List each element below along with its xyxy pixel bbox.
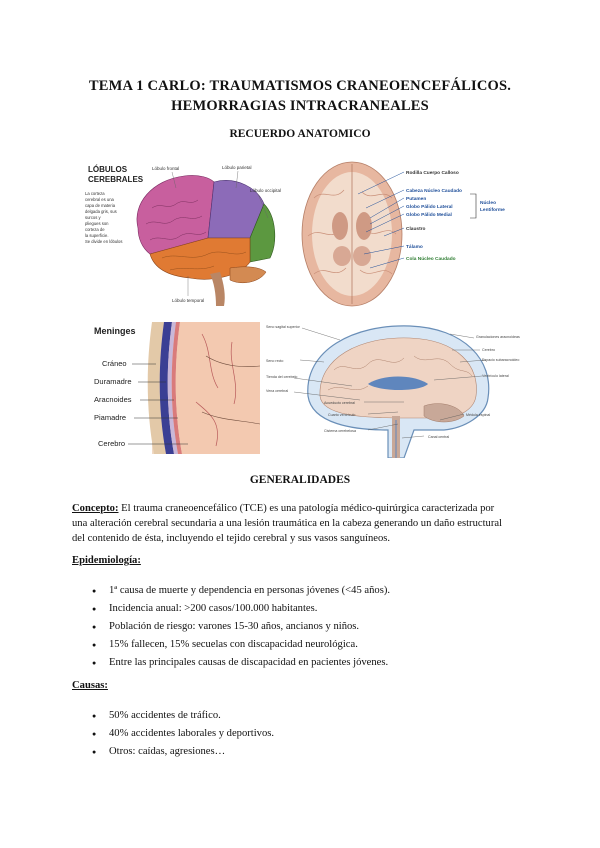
brain-lobes-illustration: LÓBULOS CEREBRALES La corteza cerebral e… (85, 165, 281, 306)
sagittal-right-label-0: Granulaciones aracnoideas (476, 335, 520, 339)
figure-meninges: Meninges Cráneo Duramadre Aracnoides Pia… (92, 322, 260, 454)
concepto-paragraph: Concepto: El trauma craneoencefálico (TC… (72, 501, 532, 546)
brain-section-illustration: Rodilla Cuerpo Calloso Cabeza Núcleo Cau… (301, 161, 505, 307)
label-frontal-lobe: Lóbulo frontal (152, 166, 179, 171)
section-label-0: Rodilla Cuerpo Calloso (406, 170, 459, 176)
section-label-6: Tálamo (406, 244, 423, 250)
lobes-note-4: surcos y (85, 215, 101, 220)
sagittal-left-label-1: Seno recto (266, 359, 283, 363)
sagittal-right-label-2: Espacio subaracnoideo (482, 358, 519, 362)
label-parietal-lobe: Lóbulo parietal (222, 165, 252, 170)
sagittal-illustration: Seno sagital superior Seno recto Tienda … (266, 325, 520, 458)
brainstem-shape (210, 272, 225, 306)
sagittal-bottom-label-4: Canal central (428, 435, 449, 439)
lobes-note-7: la superficie. (85, 233, 109, 238)
figure-brain-section: Rodilla Cuerpo Calloso Cabeza Núcleo Cau… (300, 158, 518, 310)
sagittal-left-label-0: Seno sagital superior (266, 325, 301, 329)
epidemiologia-list: 1ª causa de muerte y dependencia en pers… (92, 582, 390, 672)
epidemiologia-heading: Epidemiología: (72, 555, 141, 566)
lobes-note-2: capa de materia (85, 203, 116, 208)
title-line-1: TEMA 1 CARLO: TRAUMATISMOS CRANEOENCEFÁL… (88, 78, 512, 94)
lobes-heading-1: LÓBULOS (88, 165, 128, 174)
lobes-note-0: La corteza (85, 191, 105, 196)
causas-heading: Causas: (72, 680, 108, 691)
lobes-note-1: cerebral es una (85, 197, 115, 202)
sagittal-bottom-label-1: Cuarto ventrículo (328, 413, 355, 417)
sagittal-bottom-label-2: Cisterna cerebelosa (324, 429, 356, 433)
list-item: 15% fallecen, 15% secuelas con discapaci… (92, 636, 390, 654)
meninges-label-0: Cráneo (102, 359, 127, 368)
occipital-lobe-shape (249, 203, 276, 263)
section-label-4: Globo Pálido Medial (406, 212, 452, 218)
sagittal-bottom-label-0: Acueducto cerebral (324, 401, 355, 405)
causas-list: 50% accidentes de tráfico. 40% accidente… (92, 707, 274, 761)
meninges-label-4: Cerebro (98, 439, 125, 448)
list-item: 50% accidentes de tráfico. (92, 707, 274, 725)
section-heading-generalidades: GENERALIDADES (249, 474, 351, 486)
label-temporal-lobe: Lóbulo temporal (172, 298, 204, 303)
concepto-text-1: El trauma craneoencefálico (TCE) es una … (121, 503, 495, 514)
sagittal-right-label-1: Cerebro (482, 348, 495, 352)
figure-sagittal-csf: Seno sagital superior Seno recto Tienda … (264, 320, 526, 458)
meninges-label-1: Duramadre (94, 377, 132, 386)
section-label-1: Cabeza Núcleo Caudado (406, 188, 462, 194)
title-line-2: HEMORRAGIAS INTRACRANEALES (171, 98, 429, 114)
section-bracket-label-2: Lentiforme (480, 207, 505, 213)
meninges-illustration: Meninges Cráneo Duramadre Aracnoides Pia… (94, 322, 260, 454)
section-label-2: Putamen (406, 196, 426, 202)
meninges-label-2: Aracnoides (94, 395, 132, 404)
section-label-7: Cola Núcleo Caudado (406, 256, 456, 262)
section-bracket-label-1: Núcleo (480, 200, 496, 206)
section-label-3: Globo Pálido Lateral (406, 204, 453, 210)
label-occipital-lobe: Lóbulo occipital (250, 188, 281, 193)
meninges-label-3: Piamadre (94, 413, 126, 422)
sagittal-right-label-3: Ventrículo lateral (482, 374, 509, 378)
lobes-note-5: pliegues son (85, 221, 109, 226)
lobes-note-3: delgada gris, sus (85, 209, 117, 214)
document-title: TEMA 1 CARLO: TRAUMATISMOS CRANEOENCEFÁL… (60, 76, 540, 116)
concepto-label: Concepto: (72, 503, 119, 514)
concepto-line-2: una alteración cerebral secundaria a una… (72, 518, 502, 529)
lobes-note-8: Se divide en lóbulos (85, 239, 122, 244)
concepto-line-1: Concepto: El trauma craneoencefálico (TC… (72, 501, 532, 516)
figure-brain-lobes: LÓBULOS CEREBRALES La corteza cerebral e… (80, 158, 296, 310)
list-item: Entre las principales causas de discapac… (92, 654, 390, 672)
sagittal-left-label-3: Vena cerebral (266, 389, 288, 393)
concepto-line-3: del contenido de ésta, incluyendo el tej… (72, 533, 391, 544)
list-item: 40% accidentes laborales y deportivos. (92, 725, 274, 743)
list-item: 1ª causa de muerte y dependencia en pers… (92, 582, 390, 600)
section-label-5: Claustro (406, 226, 426, 232)
frontal-lobe-shape (136, 175, 215, 255)
lobes-heading-2: CEREBRALES (88, 175, 144, 184)
section-heading-anatomy: RECUERDO ANATOMICO (229, 128, 371, 140)
sagittal-left-label-2: Tienda del cerebelo (266, 375, 297, 379)
meninges-heading: Meninges (94, 326, 136, 336)
lobes-note-6: corteza de (85, 227, 105, 232)
list-item: Población de riesgo: varones 15-30 años,… (92, 618, 390, 636)
cerebellum-shape (229, 266, 267, 283)
sagittal-bottom-label-3: Médula espinal (466, 413, 490, 417)
list-item: Incidencia anual: >200 casos/100.000 hab… (92, 600, 390, 618)
list-item: Otros: caídas, agresiones… (92, 743, 274, 761)
